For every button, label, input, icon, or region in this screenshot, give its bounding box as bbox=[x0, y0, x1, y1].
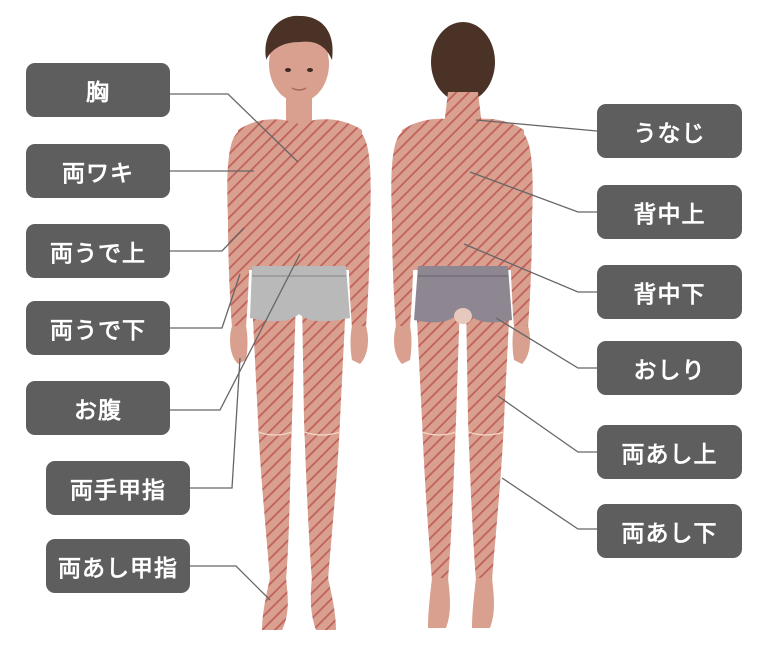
leader-lower-back bbox=[463, 243, 597, 293]
back-briefs bbox=[414, 266, 512, 323]
back-leg-left bbox=[416, 300, 460, 580]
leader-buttocks bbox=[495, 317, 597, 369]
leader-chest bbox=[170, 93, 299, 163]
leader-feet-toes bbox=[190, 565, 271, 601]
leader-lower-legs bbox=[501, 477, 597, 530]
leader-upper-legs bbox=[497, 395, 597, 453]
back-torso bbox=[400, 118, 526, 270]
front-arm-left bbox=[227, 132, 252, 328]
front-foot-right bbox=[310, 578, 336, 630]
front-hand-right bbox=[350, 326, 368, 364]
leader-lower-arms bbox=[170, 273, 241, 329]
back-head bbox=[431, 22, 495, 102]
label-hands-fingers: 両手甲指 bbox=[46, 461, 190, 515]
front-foot-left bbox=[262, 578, 288, 630]
front-hand-left bbox=[230, 326, 248, 364]
label-nape: うなじ bbox=[597, 104, 742, 158]
label-buttocks: おしり bbox=[597, 341, 742, 395]
front-leg-right bbox=[302, 300, 346, 580]
leader-belly bbox=[170, 253, 301, 411]
label-lower-arms: 両うで下 bbox=[26, 301, 170, 355]
label-belly: お腹 bbox=[26, 381, 170, 435]
label-upper-arms: 両うで上 bbox=[26, 224, 170, 278]
leader-upper-back bbox=[469, 171, 597, 213]
label-lower-back: 背中下 bbox=[597, 265, 742, 319]
back-hand-right bbox=[512, 326, 530, 364]
leader-hands-fingers bbox=[190, 357, 241, 489]
label-armpits: 両ワキ bbox=[26, 144, 170, 198]
front-head bbox=[269, 26, 329, 102]
back-nape bbox=[444, 92, 482, 126]
label-chest: 胸 bbox=[26, 63, 170, 117]
label-feet-toes: 両あし甲指 bbox=[46, 539, 190, 593]
back-leg-right bbox=[466, 300, 510, 580]
front-figure bbox=[227, 15, 371, 630]
front-torso bbox=[236, 119, 364, 270]
back-arm-right bbox=[508, 132, 533, 328]
label-upper-legs: 両あし上 bbox=[597, 425, 742, 479]
label-lower-legs: 両あし下 bbox=[597, 504, 742, 558]
back-hand-left bbox=[394, 326, 412, 364]
front-arm-right bbox=[346, 132, 371, 328]
back-figure bbox=[391, 22, 533, 628]
back-arm-left bbox=[391, 132, 416, 328]
label-upper-back: 背中上 bbox=[597, 185, 742, 239]
leader-nape bbox=[475, 119, 598, 132]
front-briefs bbox=[250, 266, 350, 322]
front-leg-left bbox=[252, 300, 296, 580]
leader-upper-arms bbox=[170, 227, 245, 252]
leader-lines bbox=[170, 93, 598, 601]
